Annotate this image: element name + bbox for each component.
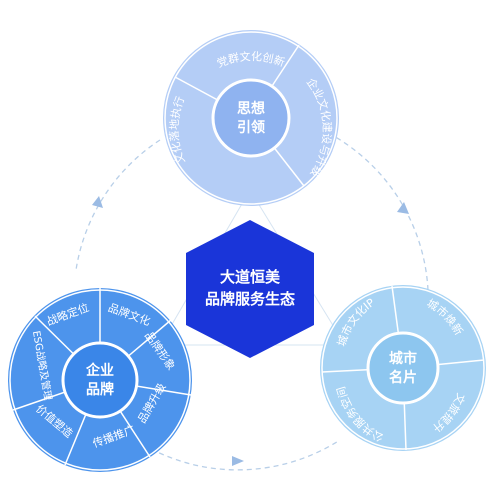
center-title-line1: 大道恒美 (220, 268, 281, 286)
right-inner-border (321, 286, 485, 450)
center-hexagon (186, 220, 314, 358)
left-hub-line1: 企业 (85, 362, 114, 379)
top-inner-border (164, 31, 338, 205)
left-hub-line2: 品牌 (86, 381, 114, 398)
connector-arc-right-top (331, 134, 429, 291)
top-segment-1: 党群文化创新 (215, 49, 287, 70)
top-hub-circle (211, 78, 291, 158)
node-thought-leadership: 思想 引领 党群文化创新 企业文化建设与升级 文化落地执行 (163, 30, 339, 206)
top-hub-line2: 引领 (237, 119, 265, 136)
arrow-right-icon (397, 202, 409, 214)
right-hub-line1: 城市 (389, 350, 417, 367)
node-enterprise-brand: 企业 品牌 战略定位 品牌文化 品牌形象 品牌升级 传播推广 价值塑造 ESG战… (8, 288, 192, 472)
right-hub-circle (366, 331, 440, 405)
node-city-card: 城市 名片 城市文化IP 城市焕新 文旅提升 公共服务空间 (320, 285, 486, 451)
center-title-line2: 品牌服务生态 (205, 290, 295, 308)
arrow-left-icon (92, 196, 103, 208)
left-hub-circle (61, 341, 139, 419)
top-hub-line1: 思想 (237, 100, 265, 117)
arrow-bottom-icon (232, 456, 244, 466)
right-hub-line2: 名片 (389, 369, 417, 386)
top-segment-3: 文化落地执行 (168, 95, 188, 167)
connector-arc-top-left (75, 139, 161, 271)
center-hexagon-group: 大道恒美 品牌服务生态 (186, 220, 314, 358)
